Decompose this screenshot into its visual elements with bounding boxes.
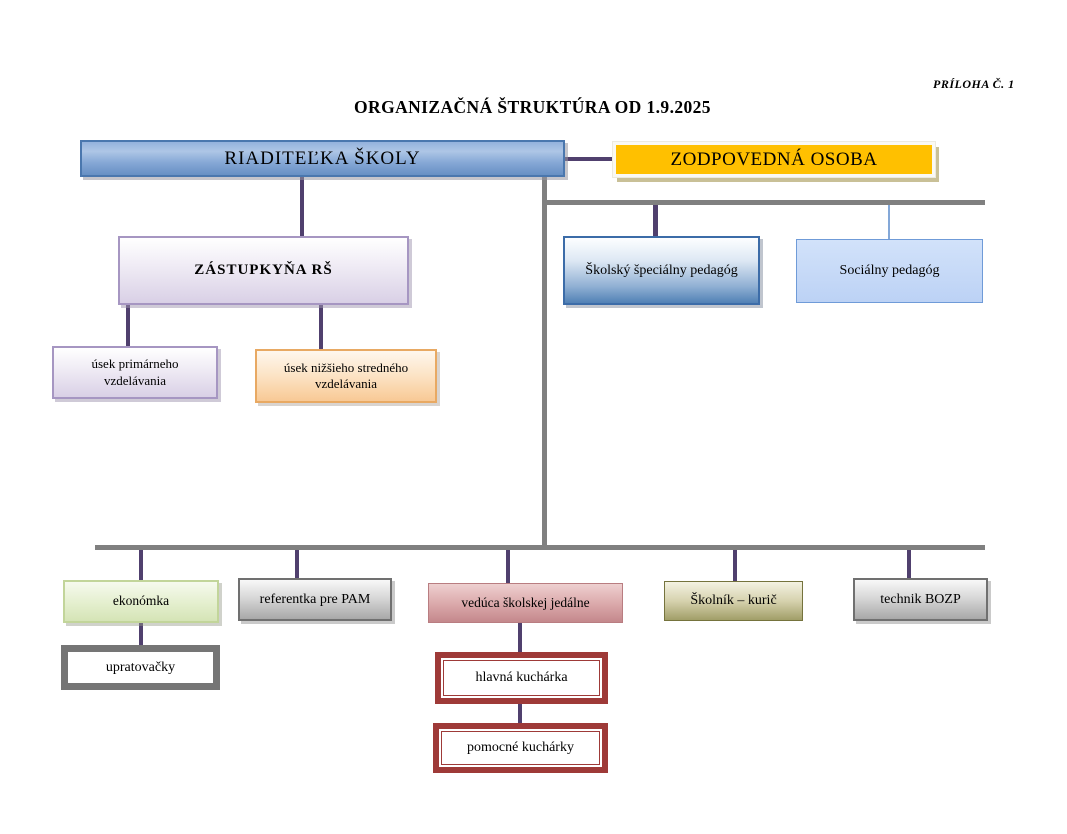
connector-manager-to-head-cook	[518, 623, 522, 652]
node-lower-secondary-education-unit: úsek nižšieho stredného vzdelávania	[255, 349, 437, 403]
annex-label: PRÍLOHA Č. 1	[933, 77, 1015, 91]
node-deputy-director-label: ZÁSTUPKYŇA RŠ	[194, 262, 333, 279]
node-safety-technician: technik BOZP	[853, 578, 988, 621]
primary-unit-line2: vzdelávania	[103, 372, 167, 388]
page-title: ORGANIZAČNÁ ŠTRUKTÚRA OD 1.9.2025	[354, 97, 711, 117]
connector-deputy-to-secondary-unit	[319, 305, 323, 349]
connector-main-trunk	[542, 177, 547, 550]
node-janitor-stoker: Školník – kurič	[664, 581, 803, 621]
connector-head-cook-to-assistant-cooks	[518, 704, 522, 723]
node-economist-label: ekonómka	[112, 593, 170, 609]
node-primary-education-unit: úsek primárneho vzdelávania	[52, 346, 218, 399]
node-janitor-stoker-label: Školník – kurič	[690, 593, 777, 609]
connector-to-safety-technician	[907, 550, 911, 578]
node-social-pedagogue: Sociálny pedagóg	[796, 239, 983, 303]
node-deputy-director: ZÁSTUPKYŇA RŠ	[118, 236, 409, 305]
connector-to-social-pedagogue	[888, 205, 890, 239]
connector-to-canteen-manager	[506, 550, 510, 583]
node-economist: ekonómka	[63, 580, 219, 623]
node-head-cook: hlavná kuchárka	[435, 652, 608, 704]
secondary-unit-line1: úsek nižšieho stredného	[283, 359, 409, 375]
node-cleaners: upratovačky	[61, 645, 220, 690]
connector-director-to-deputy	[300, 177, 304, 236]
node-pam-clerk-label: referentka pre PAM	[259, 591, 371, 607]
node-assistant-cooks-label: pomocné kuchárky	[467, 740, 574, 756]
node-lower-secondary-education-unit-label: úsek nižšieho stredného vzdelávania	[284, 360, 408, 393]
connector-to-janitor	[733, 550, 737, 581]
node-school-director: RIADITEĽKA ŠKOLY	[80, 140, 565, 177]
connector-director-to-responsible	[565, 157, 613, 161]
connector-to-pam-clerk	[295, 550, 299, 578]
connector-deputy-to-primary-unit	[126, 305, 130, 346]
node-primary-education-unit-label: úsek primárneho vzdelávania	[91, 356, 178, 389]
node-safety-technician-label: technik BOZP	[880, 591, 961, 607]
node-social-pedagogue-label: Sociálny pedagóg	[839, 263, 940, 279]
secondary-unit-line2: vzdelávania	[314, 376, 378, 391]
node-responsible-person-label: ZODPOVEDNÁ OSOBA	[670, 148, 878, 170]
connector-upper-branch	[542, 200, 985, 205]
node-responsible-person: ZODPOVEDNÁ OSOBA	[613, 142, 935, 177]
node-canteen-manager-label: vedúca školskej jedálne	[461, 594, 590, 610]
node-special-pedagogue-label: Školský špeciálny pedagóg	[585, 262, 738, 278]
connector-economist-to-cleaners	[139, 623, 143, 645]
connector-to-economist	[139, 550, 143, 580]
node-pam-clerk: referentka pre PAM	[238, 578, 392, 621]
primary-unit-line1: úsek primárneho	[91, 356, 179, 372]
node-school-director-label: RIADITEĽKA ŠKOLY	[224, 147, 421, 169]
node-special-pedagogue: Školský špeciálny pedagóg	[563, 236, 760, 305]
connector-lower-branch	[95, 545, 985, 550]
connector-to-special-pedagogue	[653, 205, 658, 236]
node-head-cook-label: hlavná kuchárka	[475, 670, 568, 686]
node-cleaners-label: upratovačky	[105, 659, 176, 675]
node-canteen-manager: vedúca školskej jedálne	[428, 583, 623, 623]
node-assistant-cooks: pomocné kuchárky	[433, 723, 608, 773]
